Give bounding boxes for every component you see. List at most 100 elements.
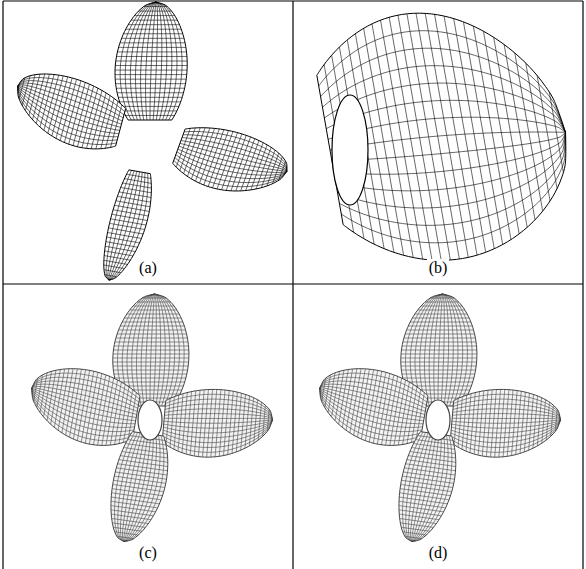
- mesh-line: [135, 2, 155, 120]
- mesh-line: [412, 434, 439, 541]
- blade-surface: [173, 128, 287, 191]
- mesh-line: [163, 420, 272, 438]
- blade-surface: [18, 74, 126, 149]
- mesh-line: [18, 86, 122, 124]
- mesh-line: [18, 81, 124, 115]
- mesh-line: [32, 388, 133, 441]
- mesh-line: [412, 435, 441, 542]
- mesh-line: [179, 146, 287, 171]
- mesh-line: [453, 404, 561, 420]
- mesh-line: [320, 377, 427, 402]
- mesh-line: [163, 420, 273, 448]
- mesh-line: [403, 432, 423, 542]
- mesh-line: [153, 294, 156, 406]
- mesh-line: [434, 294, 443, 406]
- mesh-line: [164, 420, 273, 423]
- mesh-line: [442, 294, 457, 406]
- mesh-line: [156, 2, 167, 120]
- mesh-line: [154, 294, 169, 406]
- mesh-line: [408, 433, 428, 542]
- panel-label: (a): [137, 259, 159, 277]
- mesh-line: [18, 78, 125, 112]
- mesh-line: [184, 131, 287, 171]
- mesh-line: [124, 435, 153, 542]
- mesh-line: [176, 155, 287, 179]
- mesh-line: [441, 294, 444, 406]
- grid-line: [292, 1, 293, 569]
- mesh-line: [164, 414, 272, 420]
- mesh-line: [146, 294, 155, 406]
- mesh-line: [442, 294, 448, 406]
- mesh-line: [320, 388, 424, 420]
- mesh-line: [154, 294, 160, 406]
- mesh-line: [115, 432, 135, 542]
- blade-surface: [32, 369, 140, 446]
- mesh-line: [450, 420, 560, 452]
- mesh-line: [406, 432, 426, 541]
- mesh-line: [164, 420, 273, 428]
- mesh-line: [18, 86, 121, 127]
- blade-surface: [399, 432, 456, 542]
- mesh-line: [153, 2, 157, 120]
- mesh-line: [32, 388, 136, 417]
- mesh-line: [320, 373, 428, 399]
- mesh-line: [451, 420, 560, 433]
- mesh-line: [124, 434, 148, 542]
- grid-line: [582, 1, 583, 569]
- mesh-line: [32, 388, 135, 424]
- mesh-line: [453, 394, 560, 420]
- mesh-line: [32, 377, 139, 402]
- mesh-line: [154, 294, 165, 406]
- mesh-line: [451, 420, 561, 448]
- mesh-line: [338, 132, 566, 208]
- mesh-line: [451, 420, 560, 438]
- mesh-line: [120, 433, 140, 542]
- mesh-line: [108, 171, 134, 280]
- mesh-line: [320, 388, 424, 417]
- mesh-line: [154, 294, 179, 406]
- panel-grid: [3, 1, 583, 569]
- panel-label: (c): [137, 544, 159, 562]
- mesh-line: [154, 294, 184, 406]
- mesh-line: [132, 294, 155, 406]
- mesh-line: [141, 2, 156, 120]
- mesh-line: [32, 384, 138, 408]
- mesh-line: [320, 388, 421, 441]
- mesh-line: [452, 414, 560, 420]
- mesh-line: [320, 388, 423, 424]
- propeller-model: [317, 13, 566, 260]
- mesh-line: [339, 132, 565, 225]
- mesh-line: [120, 2, 156, 120]
- mesh-line: [165, 394, 272, 420]
- mesh-line: [320, 384, 426, 408]
- mesh-line: [124, 434, 151, 541]
- mesh-line: [32, 373, 140, 399]
- mesh-line: [156, 2, 162, 120]
- mesh-line: [424, 294, 442, 406]
- mesh-line: [412, 434, 436, 542]
- mesh-line: [150, 2, 156, 120]
- mesh-line: [174, 160, 287, 186]
- mesh-line: [106, 170, 131, 280]
- blade-surface: [450, 389, 560, 457]
- mesh-line: [163, 420, 272, 433]
- mesh-line: [156, 2, 182, 120]
- hub-opening: [138, 400, 162, 440]
- mesh-line: [452, 418, 560, 420]
- blade-surface: [317, 13, 566, 260]
- mesh-line: [18, 86, 117, 140]
- mesh-line: [125, 2, 156, 120]
- mesh-line: [109, 171, 137, 280]
- mesh-line: [452, 420, 561, 428]
- mesh-line: [165, 409, 273, 420]
- mesh-line: [175, 158, 287, 183]
- mesh-line: [162, 420, 272, 452]
- mesh-line: [452, 420, 561, 423]
- blade-surface: [162, 389, 272, 457]
- mesh-line: [442, 294, 472, 406]
- mesh-line: [429, 294, 442, 406]
- mesh-line: [164, 418, 272, 420]
- mesh-line: [177, 152, 287, 175]
- mesh-line: [18, 86, 120, 130]
